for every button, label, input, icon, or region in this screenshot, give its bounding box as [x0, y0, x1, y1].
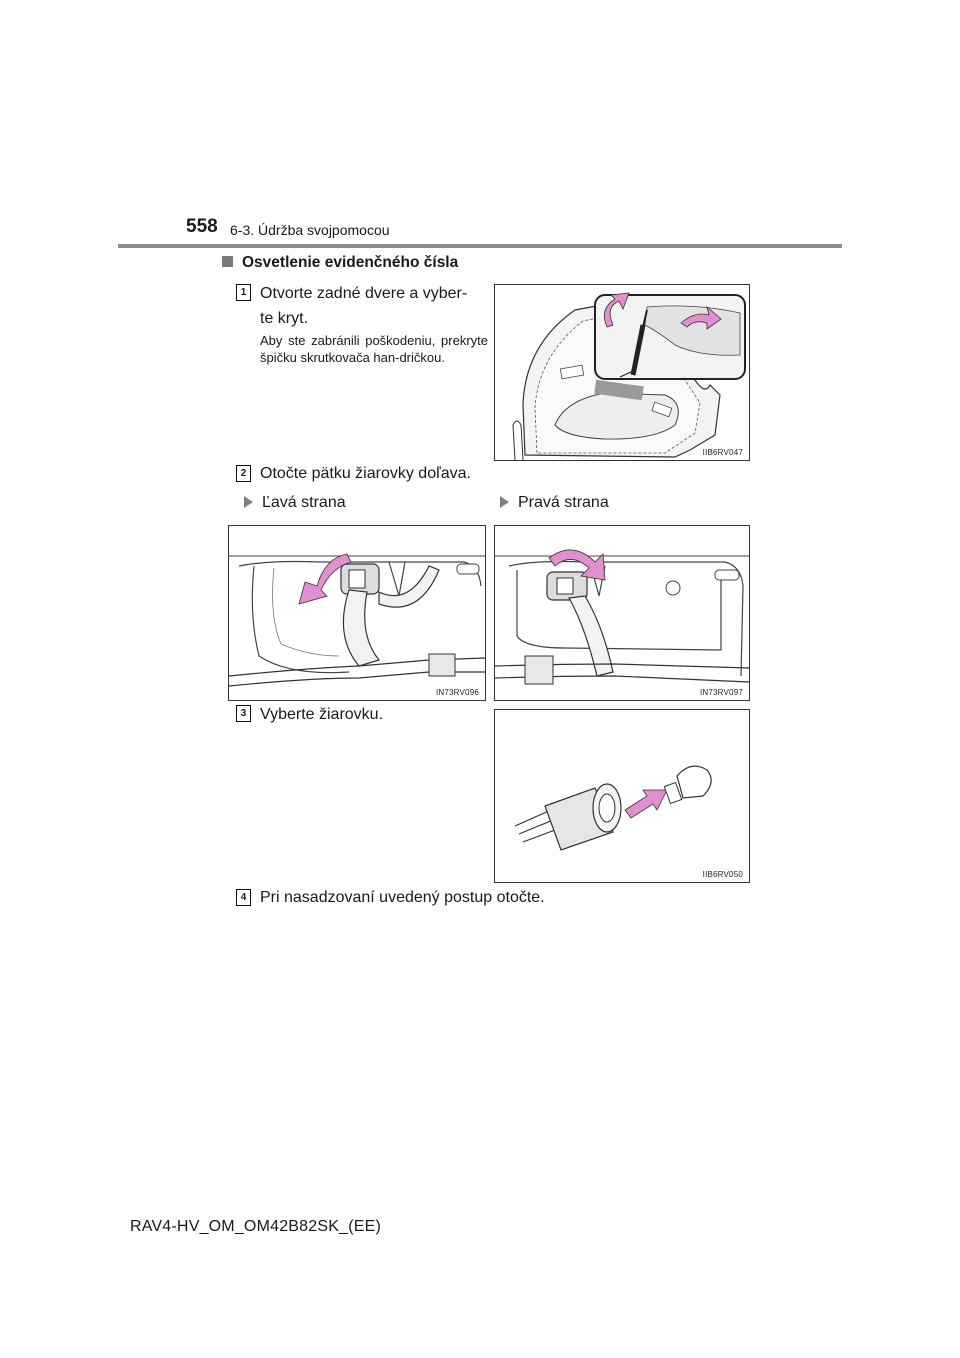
step-4-text: Pri nasadzovaní uvedený postup otočte.: [260, 889, 545, 906]
right-side-label: Pravá strana: [500, 494, 609, 512]
section-title: 6-3. Údržba svojpomocou: [230, 222, 390, 238]
figure-code: IN73RV096: [435, 688, 479, 697]
step-1-number: 1: [236, 284, 251, 301]
header-divider: [118, 244, 842, 248]
step-3-number: 3: [236, 705, 251, 722]
figure-code: IIB6RV050: [702, 870, 743, 879]
rotate-arrow-icon: [298, 553, 352, 605]
triangle-bullet-icon: [244, 496, 253, 508]
step-1-text: Otvorte zadné dvere a vyber-te kryt.: [260, 285, 468, 327]
section-heading: Osvetlenie evidenčného čísla: [222, 254, 458, 272]
step-4-number: 4: [236, 889, 251, 906]
figure-code: IIB6RV047: [702, 448, 743, 457]
figure-right-side: IN73RV097: [494, 525, 750, 701]
figure-left-side: IN73RV096: [228, 525, 486, 701]
rotate-arrow-icon: [548, 549, 606, 581]
footer-doc-code: RAV4-HV_OM_OM42B82SK_(EE): [130, 1218, 382, 1235]
triangle-bullet-icon: [500, 496, 509, 508]
step-2-text: Otočte pätku žiarovky doľava.: [260, 465, 471, 482]
insert-arrow-icon: [624, 789, 668, 819]
figure-tailgate-cover: IIB6RV047: [494, 284, 750, 461]
step-1-note: Aby ste zabránili poškodeniu, prekryte š…: [260, 333, 488, 365]
left-side-label: Ľavá strana: [244, 494, 346, 512]
figure-code: IN73RV097: [699, 688, 743, 697]
step-3-text: Vyberte žiarovku.: [260, 706, 384, 723]
tailgate-illustration: [512, 292, 746, 460]
left-side-socket-illustration: [229, 553, 485, 687]
square-bullet-icon: [222, 256, 233, 267]
figure-remove-bulb: IIB6RV050: [494, 709, 750, 883]
rotate-arrow-icon: [603, 292, 630, 328]
section-heading-text: Osvetlenie evidenčného čísla: [242, 254, 459, 271]
right-side-socket-illustration: [495, 549, 749, 685]
bulb-removal-illustration: [514, 765, 712, 851]
step-2-number: 2: [236, 465, 251, 482]
page-number: 558: [186, 216, 218, 237]
